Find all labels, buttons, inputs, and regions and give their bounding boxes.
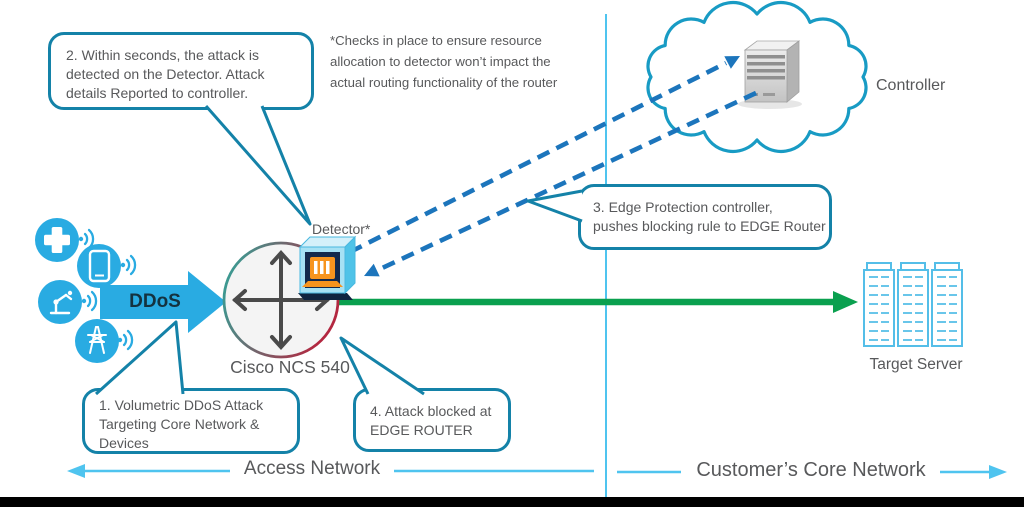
core-network-label: Customer’s Core Network [696,459,926,481]
callout-step3: 3. Edge Protection controller, pushes bl… [578,184,832,250]
target-server-icon [863,262,963,347]
router-label: Cisco NCS 540 [230,357,350,377]
callout-step2: 2. Within seconds, the attack is detecte… [48,32,314,110]
medical-device-icon [35,218,79,262]
signal-waves-icon [78,228,95,250]
signal-waves-icon [81,290,98,312]
four-way-arrows-icon [232,250,330,350]
detector-label: Detector* [312,221,371,237]
controller-label: Controller [876,77,946,94]
smartphone-icon [77,244,121,288]
signal-waves-icon [120,254,137,276]
right-arrowhead-icon [989,465,1007,479]
detector-chip-icon [298,235,357,300]
blocking-rule-arrow [364,90,757,277]
access-network-label: Access Network [243,458,381,479]
arrowhead-icon [724,56,740,69]
core-network-line [617,465,1007,479]
left-arrowhead-icon [67,464,85,478]
green-traffic-arrow [338,291,858,313]
resource-checks-note: *Checks in place to ensure resource allo… [330,33,558,91]
callout-step1: 1. Volumetric DDoS Attack Targeting Core… [82,388,300,454]
callout-step4: 4. Attack blocked at EDGE ROUTER [353,388,511,452]
report-to-controller-arrow [348,56,740,255]
target-server-label: Target Server [869,356,963,373]
arrowhead-icon [833,291,858,313]
arrowhead-icon [364,263,380,277]
ddos-label: DDoS [129,291,181,312]
signal-waves-icon [117,329,134,351]
power-tower-icon [75,319,119,363]
bottom-bar [0,497,1024,507]
access-network-line [67,464,594,478]
ddos-arrow [100,271,226,333]
robot-arm-icon [38,280,82,324]
